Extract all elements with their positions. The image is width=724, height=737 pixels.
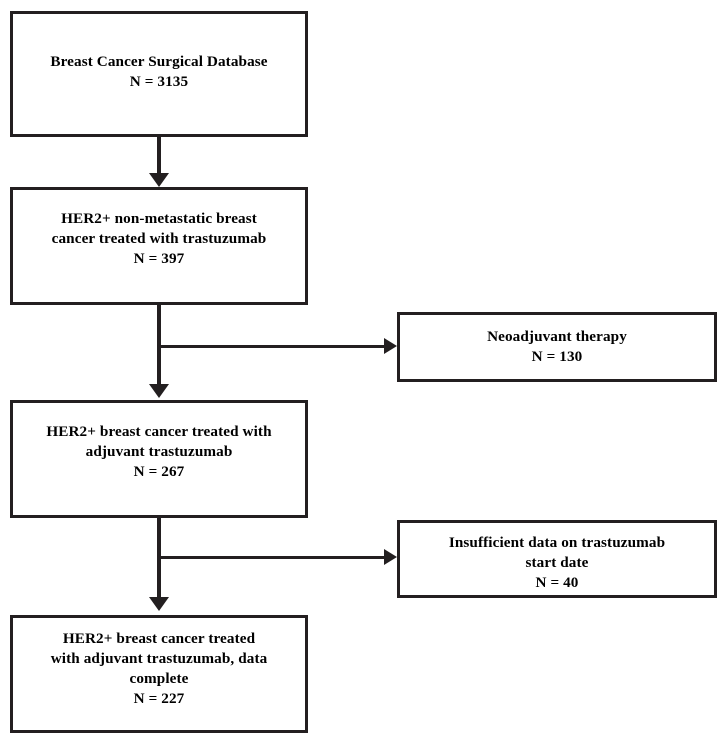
node-label-database: Breast Cancer Surgical Database N = 3135 — [50, 53, 268, 91]
connector-adjuvant-to-insufficient — [159, 556, 386, 559]
node-her2-nonmetastatic-trastuzumab: HER2+ non-metastatic breast cancer treat… — [10, 187, 308, 305]
arrowhead-right-icon-neoadjuvant — [384, 338, 397, 354]
node-label-adjuvant: HER2+ breast cancer treated with adjuvan… — [46, 423, 272, 481]
node-insufficient-data-excluded: Insufficient data on trastuzumab start d… — [397, 520, 717, 598]
node-her2-adjuvant-trastuzumab: HER2+ breast cancer treated with adjuvan… — [10, 400, 308, 518]
node-label-complete: HER2+ breast cancer treated with adjuvan… — [50, 630, 268, 708]
connector-her2-to-neoadjuvant — [159, 345, 386, 348]
arrowhead-down-icon-her2-to-adjuvant — [149, 384, 169, 398]
node-her2-adjuvant-data-complete: HER2+ breast cancer treated with adjuvan… — [10, 615, 308, 733]
node-breast-cancer-surgical-database: Breast Cancer Surgical Database N = 3135 — [10, 11, 308, 137]
node-label-neoadjuvant: Neoadjuvant therapy N = 130 — [487, 328, 627, 366]
arrowhead-right-icon-insufficient-data — [384, 549, 397, 565]
arrowhead-down-icon-database-to-her2 — [149, 173, 169, 187]
arrowhead-down-icon-adjuvant-to-complete — [149, 597, 169, 611]
node-label-insufficient-data: Insufficient data on trastuzumab start d… — [448, 534, 666, 592]
node-label-her2-nonmetastatic: HER2+ non-metastatic breast cancer treat… — [51, 210, 267, 268]
connector-database-to-her2 — [157, 137, 161, 175]
node-neoadjuvant-therapy-excluded: Neoadjuvant therapy N = 130 — [397, 312, 717, 382]
